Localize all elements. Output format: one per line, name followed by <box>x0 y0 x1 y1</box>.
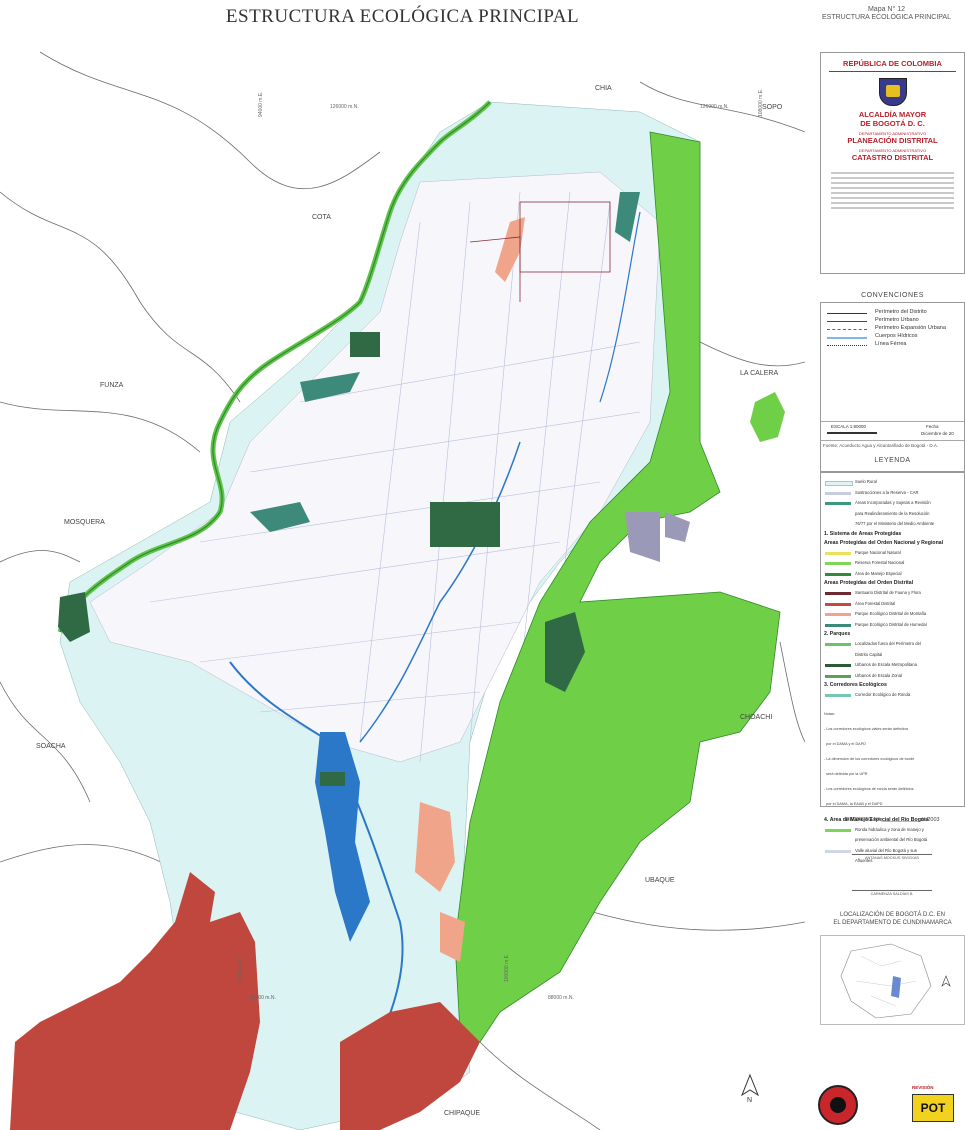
alcaldia-line1: ALCALDÍA MAYOR <box>858 110 927 119</box>
grid-e108: 108000 m.E. <box>758 89 764 117</box>
dept-line2: DEPARTAMENTO ADMINISTRATIVO <box>858 148 927 153</box>
town-chia: CHIA <box>595 85 612 92</box>
map-number: Mapa N° 12 <box>867 6 906 13</box>
dept-line1: DEPARTAMENTO ADMINISTRATIVO <box>858 131 927 136</box>
revision-label: REVISIÓN <box>912 1085 934 1090</box>
grid-n88-right: 88000 m.N. <box>548 995 574 1001</box>
technical-notes <box>831 172 954 209</box>
town-mosquera: MOSQUERA <box>64 519 105 526</box>
conv-item: Perímetro Expansión Urbana <box>821 325 964 333</box>
pot-logo: POT <box>912 1094 954 1122</box>
grid-n126-left: 126000 m.N. <box>330 104 359 110</box>
town-chipaque: CHIPAQUE <box>444 1110 480 1117</box>
perimetro-distrito <box>469 201 611 302</box>
convenciones-box: Perímetro del Distrito Perímetro Urbano … <box>820 302 965 472</box>
north-label: N <box>747 1097 752 1103</box>
legend-panel: REPÚBLICA DE COLOMBIA ALCALDÍA MAYOR DE … <box>812 42 965 1130</box>
alcaldia-line2: DE BOGOTÁ D. C. <box>860 119 925 128</box>
grid-n126-right: 126000 m.N. <box>700 104 729 110</box>
ley-section-1: 1. Sistema de Áreas Protegidas <box>824 530 902 537</box>
localizacion-title: LOCALIZACIÓN DE BOGOTÁ D.C. EN EL DEPART… <box>833 912 952 926</box>
signature-1: ANTANAS MOCKUS SIVICKAS <box>852 854 932 860</box>
parque-montana <box>415 217 525 962</box>
ley-section-2: 2. Parques <box>824 631 851 637</box>
parques-metropolitanos <box>58 332 585 786</box>
ley-section-4: 4. Área de Manejo Especial del Río Bogot… <box>824 816 929 823</box>
bogota-logo-icon <box>818 1085 858 1125</box>
ley-section-3: 3. Corredores Ecológicos <box>824 682 887 688</box>
ley-notas: Notas: - Los corredores ecológicos viale… <box>824 711 915 806</box>
town-sopo: SOPO <box>762 104 783 111</box>
country-name: REPÚBLICA DE COLOMBIA <box>843 59 942 68</box>
ley-top-items: Suelo Rural Sustracciones a la Reserva -… <box>821 478 964 531</box>
forest-island <box>750 392 785 442</box>
leyenda-title: LEYENDA <box>874 457 911 464</box>
conv-item: Línea Férrea <box>821 341 964 349</box>
town-cota: COTA <box>312 214 331 221</box>
map-canvas[interactable]: 126000 m.N. 126000 m.N. 94000 m.E. 10800… <box>0 42 805 1130</box>
planeacion: PLANEACIÓN DISTRITAL <box>847 136 938 145</box>
town-choachi: CHOACHI <box>740 714 772 721</box>
signature-2: CARMENZA SALDÍAS B. <box>852 890 932 896</box>
street-network <box>149 191 641 763</box>
town-la-calera: LA CALERA <box>740 370 778 377</box>
urban-area <box>89 171 661 763</box>
map-name: ESTRUCTURA ECOLÓGICA PRINCIPAL <box>821 14 951 21</box>
conv-item: Perímetro Urbano <box>821 317 964 325</box>
grid-n88-left: 88000 m.N. <box>250 995 276 1001</box>
coat-of-arms-icon <box>878 78 907 106</box>
town-funza: FUNZA <box>100 382 124 389</box>
grid-e94: 94000 m.E. <box>258 91 264 117</box>
fuente: Fuente: Acueducto Agua y Alcantarillado … <box>823 443 939 448</box>
location-inset-map <box>820 935 965 1025</box>
grid-e92: 92000 m.E. <box>238 956 244 982</box>
leyenda-box: Suelo Rural Sustracciones a la Reserva -… <box>820 472 965 863</box>
municipal-boundaries <box>0 51 805 1130</box>
north-arrow-icon: N <box>740 1073 760 1103</box>
conv-item: Perímetro del Distrito <box>821 309 964 317</box>
catastro: CATASTRO DISTRITAL <box>851 153 934 162</box>
scale-bar: ESCALA 1:80000 Fecha Diciembre de 20 <box>821 421 964 441</box>
convenciones-title: CONVENCIONES <box>861 292 924 299</box>
sustracciones <box>625 512 690 562</box>
town-ubaque: UBAQUE <box>645 877 675 884</box>
conv-item: Cuerpos Hídricos <box>821 333 964 341</box>
cundinamarca-map <box>840 943 951 1019</box>
town-soacha: SOACHA <box>36 743 66 750</box>
map-title: ESTRUCTURA ECOLÓGICA PRINCIPAL <box>225 6 580 27</box>
decreto: DECRETO N° ____________ de 2003 <box>845 817 940 823</box>
area-forestal-distrital[interactable] <box>10 872 480 1130</box>
map-identifier: Mapa N° 12 ESTRUCTURA ECOLÓGICA PRINCIPA… <box>808 6 965 22</box>
grid-e100: 100000 m.E. <box>504 954 510 982</box>
institution-header: REPÚBLICA DE COLOMBIA ALCALDÍA MAYOR DE … <box>820 52 965 274</box>
humedales <box>250 192 640 532</box>
